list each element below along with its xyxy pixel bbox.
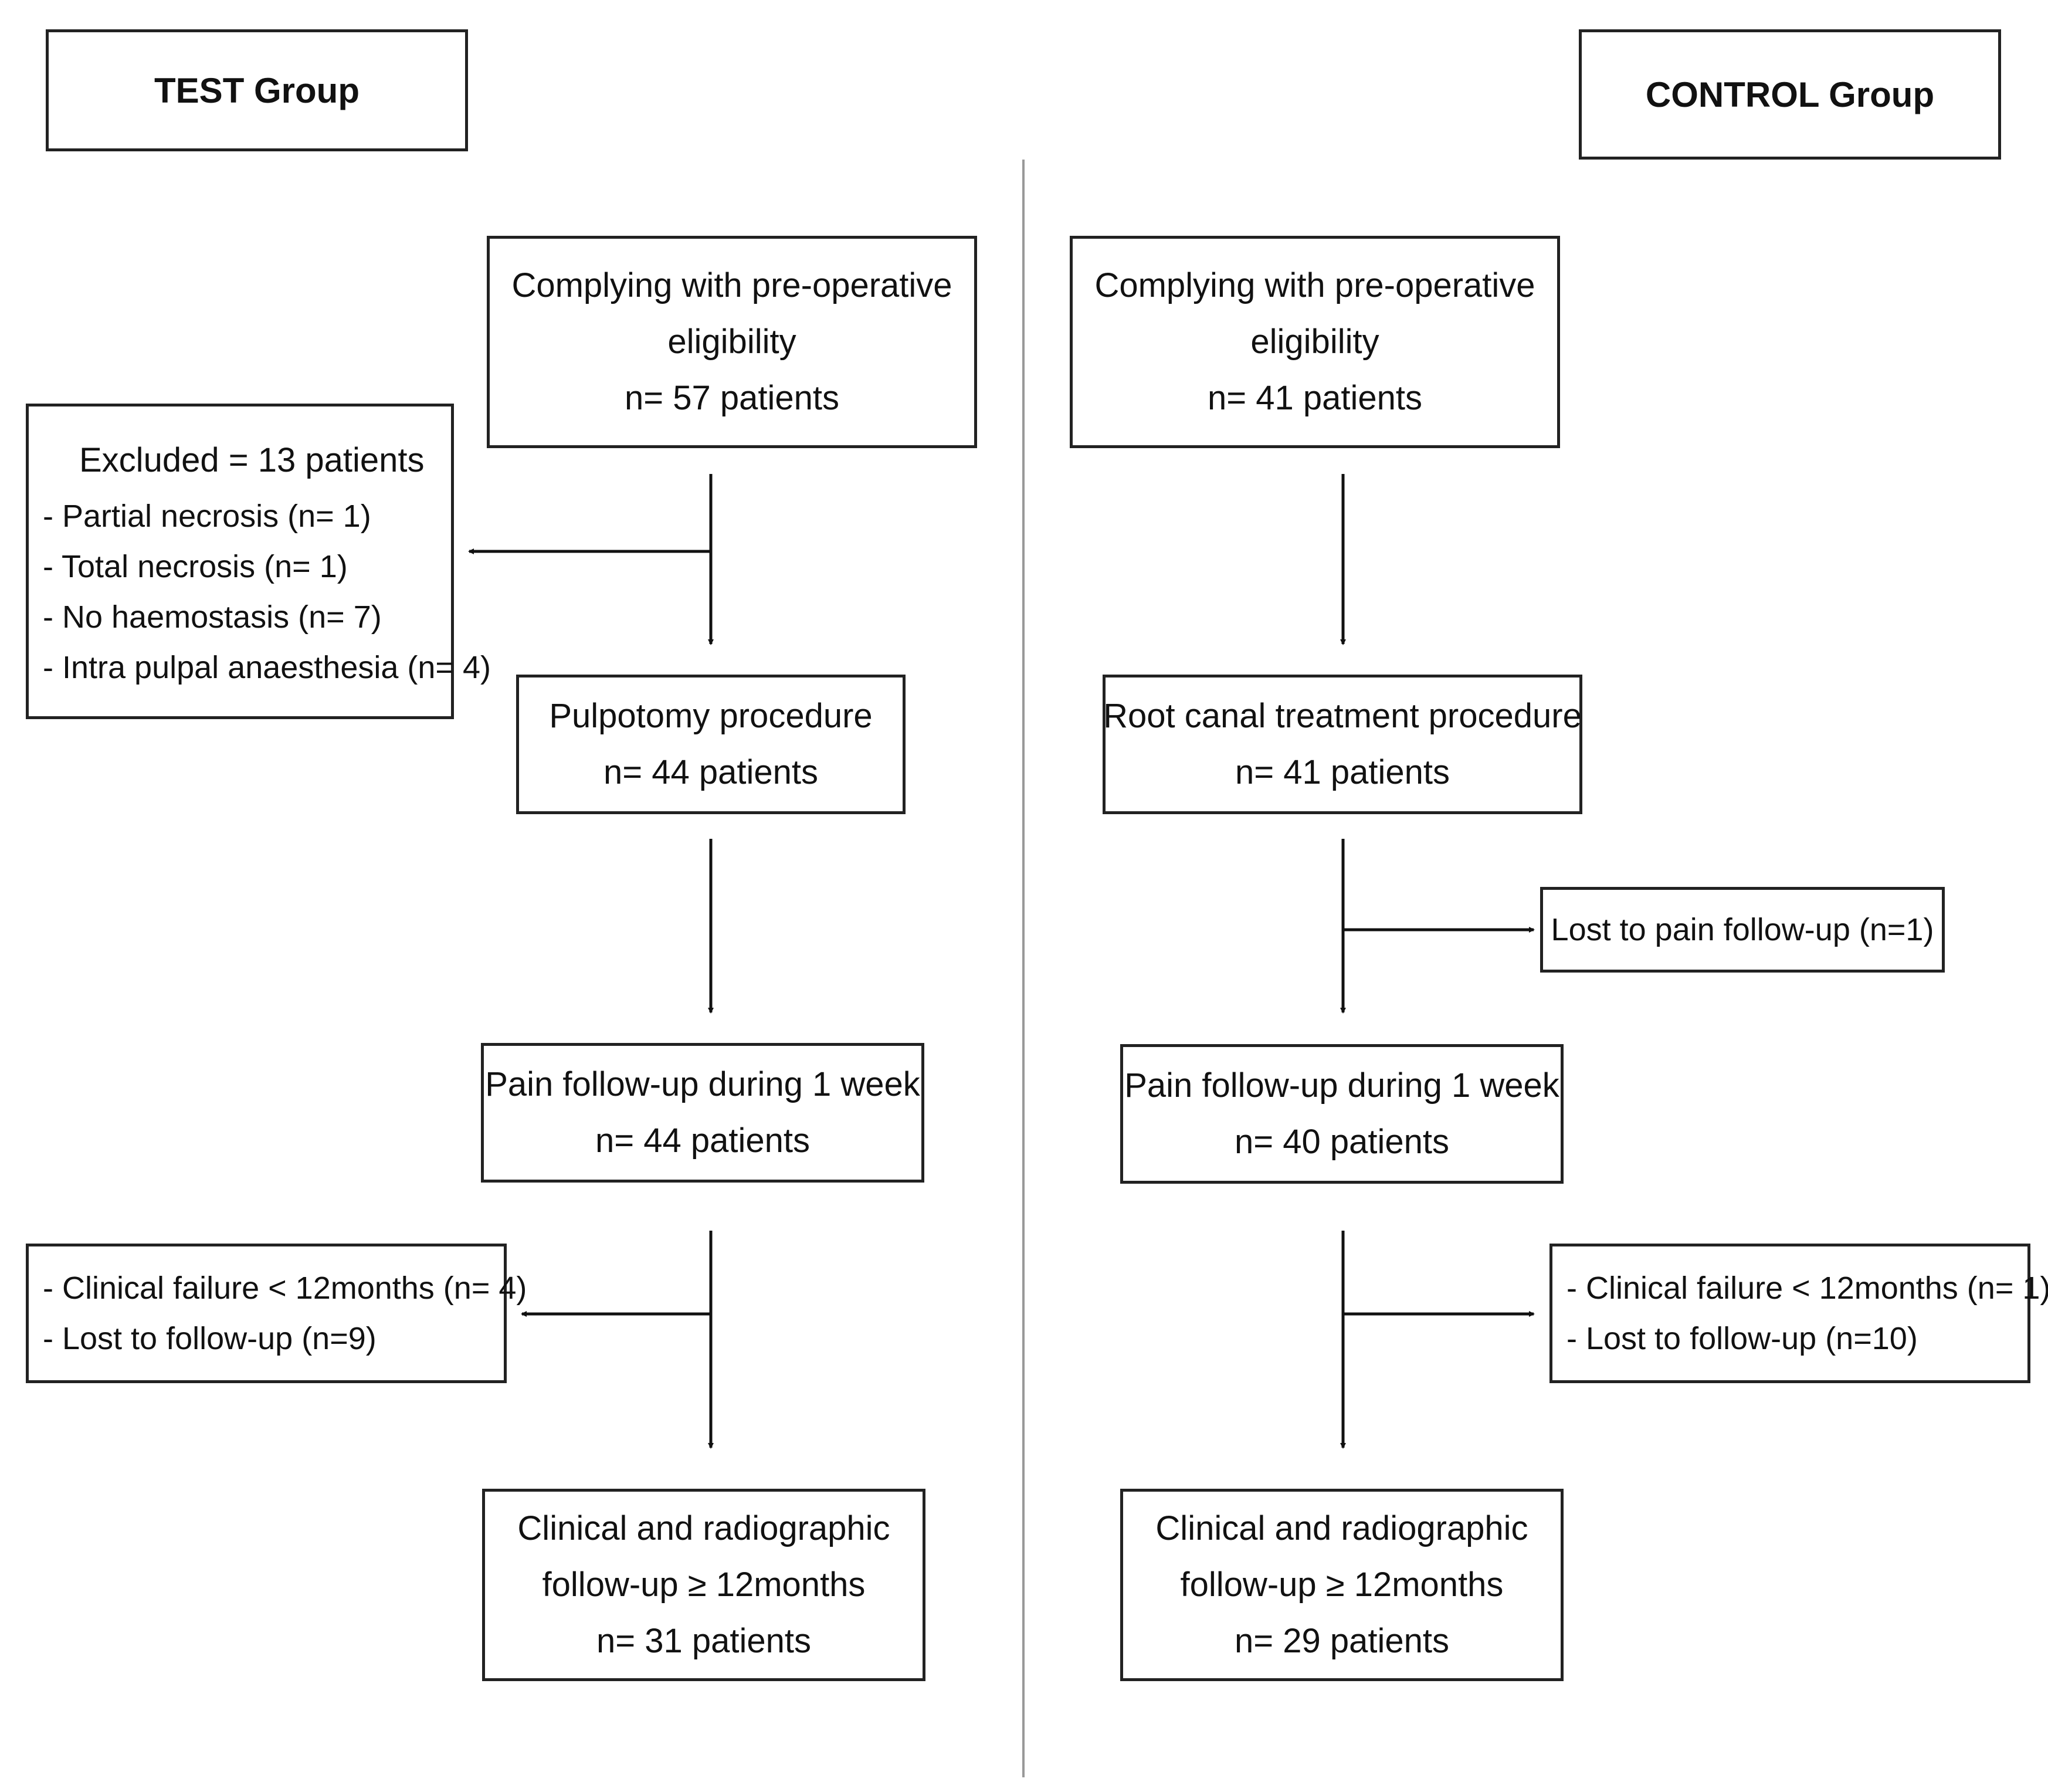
test-group-header: TEST Group — [46, 29, 468, 151]
test-losses-item: - Clinical failure < 12months (n= 4) — [43, 1271, 527, 1306]
control-final-line-2: follow-up ≥ 12months — [1180, 1566, 1504, 1604]
control-eligibility-box: Complying with pre-operative eligibility… — [1070, 236, 1560, 448]
control-lost-pain-label: Lost to pain follow-up (n=1) — [1551, 912, 1934, 947]
control-eligibility-count: n= 41 patients — [1207, 379, 1422, 417]
test-procedure-label: Pulpotomy procedure — [549, 697, 873, 735]
control-group-header: CONTROL Group — [1579, 29, 2001, 160]
test-excluded-item: - Total necrosis (n= 1) — [43, 549, 348, 584]
control-losses-item: - Clinical failure < 12months (n= 1) — [1566, 1271, 2048, 1306]
test-procedure-count: n= 44 patients — [603, 753, 818, 791]
control-final-box: Clinical and radiographic follow-up ≥ 12… — [1120, 1489, 1564, 1681]
control-final-line-1: Clinical and radiographic — [1155, 1509, 1528, 1547]
control-pain-label: Pain follow-up during 1 week — [1124, 1066, 1559, 1105]
test-final-line-1: Clinical and radiographic — [517, 1509, 890, 1547]
control-group-title: CONTROL Group — [1645, 74, 1935, 114]
test-eligibility-line-1: Complying with pre-operative — [511, 266, 952, 304]
test-final-count: n= 31 patients — [596, 1622, 811, 1660]
control-losses-item: - Lost to follow-up (n=10) — [1566, 1321, 1918, 1356]
control-lost-pain-box: Lost to pain follow-up (n=1) — [1540, 887, 1945, 973]
control-pain-box: Pain follow-up during 1 week n= 40 patie… — [1120, 1044, 1564, 1184]
control-final-count: n= 29 patients — [1234, 1622, 1449, 1660]
control-procedure-label: Root canal treatment procedure — [1103, 697, 1582, 735]
test-losses-item: - Lost to follow-up (n=9) — [43, 1321, 377, 1356]
test-final-line-2: follow-up ≥ 12months — [542, 1566, 866, 1604]
test-eligibility-count: n= 57 patients — [624, 379, 839, 417]
test-procedure-box: Pulpotomy procedure n= 44 patients — [516, 675, 906, 814]
test-final-box: Clinical and radiographic follow-up ≥ 12… — [482, 1489, 925, 1681]
control-pain-count: n= 40 patients — [1234, 1123, 1449, 1161]
test-eligibility-box: Complying with pre-operative eligibility… — [487, 236, 977, 448]
test-pain-box: Pain follow-up during 1 week n= 44 patie… — [481, 1043, 924, 1183]
test-excluded-item: - No haemostasis (n= 7) — [43, 599, 382, 635]
test-excluded-item: - Partial necrosis (n= 1) — [43, 499, 371, 534]
test-pain-count: n= 44 patients — [595, 1122, 810, 1160]
test-losses-box: - Clinical failure < 12months (n= 4) - L… — [26, 1244, 527, 1383]
control-eligibility-line-2: eligibility — [1250, 323, 1379, 361]
test-pain-label: Pain follow-up during 1 week — [485, 1065, 920, 1103]
control-eligibility-line-1: Complying with pre-operative — [1094, 266, 1535, 304]
test-group-title: TEST Group — [154, 70, 360, 110]
control-procedure-count: n= 41 patients — [1235, 753, 1450, 791]
test-excluded-box: Excluded = 13 patients - Partial necrosi… — [26, 404, 491, 719]
test-eligibility-line-2: eligibility — [667, 323, 796, 361]
control-procedure-box: Root canal treatment procedure n= 41 pat… — [1103, 675, 1582, 814]
test-excluded-item: - Intra pulpal anaesthesia (n= 4) — [43, 650, 491, 685]
control-losses-box: - Clinical failure < 12months (n= 1) - L… — [1549, 1244, 2048, 1383]
test-excluded-heading: Excluded = 13 patients — [79, 441, 425, 479]
